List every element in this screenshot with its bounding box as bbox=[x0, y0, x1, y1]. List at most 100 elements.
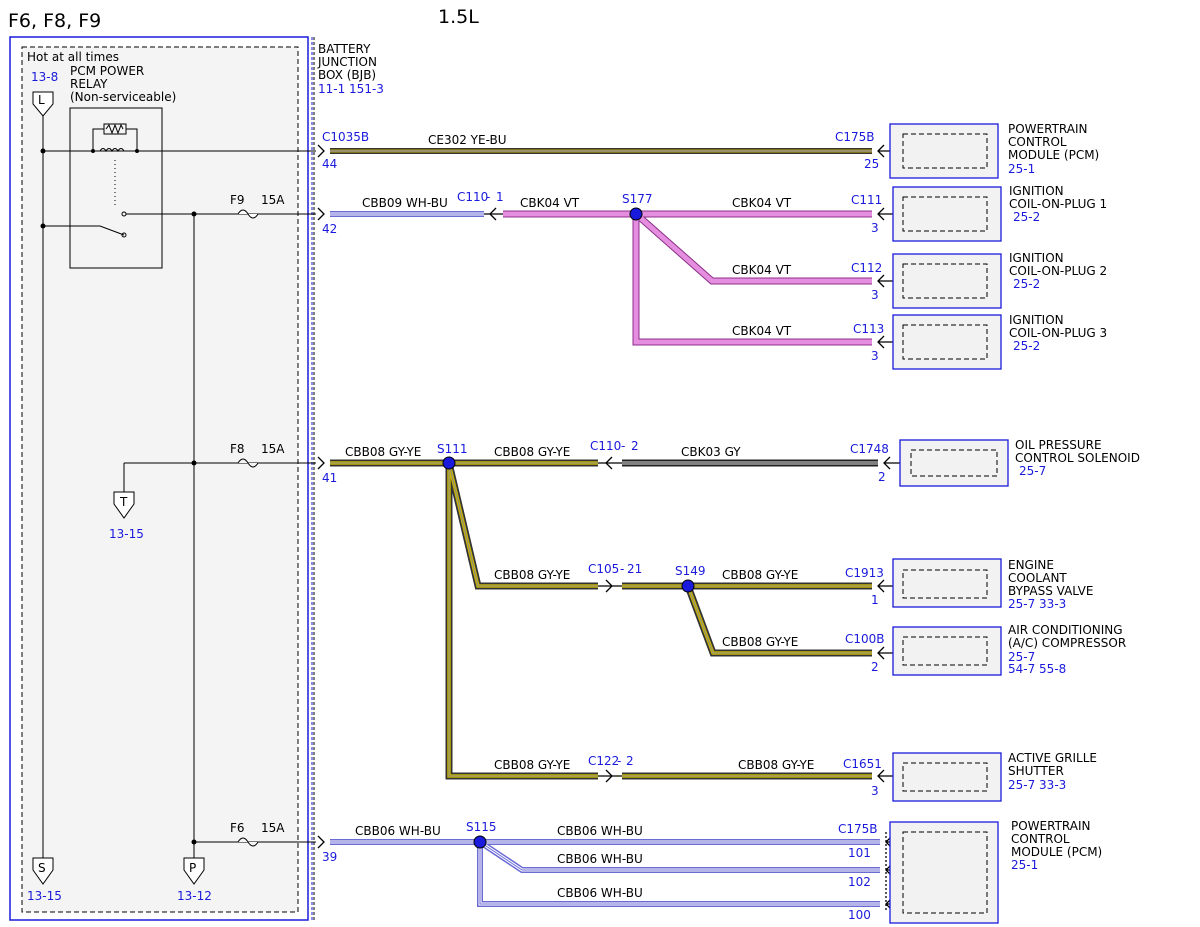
wire-ce302-label: CE302 YE-BU bbox=[428, 133, 507, 147]
ecbv-ref: 25-7 33-3 bbox=[1008, 597, 1066, 611]
opcs-label-1: OIL PRESSURE bbox=[1015, 438, 1102, 452]
flag-s-icon bbox=[32, 857, 54, 885]
wire-cbb06-label-1: CBB06 WH-BU bbox=[355, 824, 441, 838]
connector-c111-pin: 3 bbox=[871, 221, 879, 235]
connector-c105-pin: 21 bbox=[627, 562, 642, 576]
connector-c113-pin: 3 bbox=[871, 349, 879, 363]
flag-l-letter: L bbox=[38, 93, 45, 107]
flag-t-icon bbox=[113, 491, 135, 519]
flag-s-letter: S bbox=[38, 861, 46, 875]
wire-cbb06-label-4: CBB06 WH-BU bbox=[557, 886, 643, 900]
hot-at-all-times-label: Hot at all times bbox=[27, 50, 119, 64]
pin-44: 44 bbox=[322, 157, 337, 171]
svg-text:-: - bbox=[621, 439, 625, 453]
wire-cbb06-label-2: CBB06 WH-BU bbox=[557, 824, 643, 838]
wire-cbb06-label-3: CBB06 WH-BU bbox=[557, 852, 643, 866]
fuse-f6-icon bbox=[237, 837, 259, 847]
connector-c110-1: C110 bbox=[457, 190, 488, 204]
connector-c175b-b-pin-101: 101 bbox=[848, 846, 871, 860]
relay-switch-icon bbox=[43, 211, 316, 238]
cop2-label-2: COIL-ON-PLUG 2 bbox=[1009, 264, 1107, 278]
wire-cbb09-label: CBB09 WH-BU bbox=[362, 196, 448, 210]
cop3-label-2: COIL-ON-PLUG 3 bbox=[1009, 326, 1107, 340]
splice-s177 bbox=[629, 207, 643, 221]
pcm-a-label-1: POWERTRAIN bbox=[1008, 122, 1088, 136]
fuse-f9-rating: 15A bbox=[261, 193, 285, 207]
component-acc bbox=[892, 626, 1002, 676]
connector-c1913-pin: 1 bbox=[871, 593, 879, 607]
svg-text:-: - bbox=[486, 190, 490, 204]
component-ags bbox=[892, 752, 1002, 802]
flag-t-letter: T bbox=[119, 495, 128, 509]
fuse-f8-rating: 15A bbox=[261, 442, 285, 456]
pcm-b-label-1: POWERTRAIN bbox=[1011, 819, 1091, 833]
pcm-a-label-3: MODULE (PCM) bbox=[1008, 148, 1099, 162]
component-pcm-b bbox=[889, 821, 999, 924]
cop2-ref: 25-2 bbox=[1013, 277, 1040, 291]
fuse-f9-name: F9 bbox=[230, 193, 245, 207]
wire-cbb08-label-7: CBB08 GY-YE bbox=[738, 758, 814, 772]
ecbv-label-2: COOLANT bbox=[1008, 571, 1067, 585]
wire-cbk04-label-3: CBK04 VT bbox=[732, 263, 792, 277]
connector-c113: C113 bbox=[853, 322, 884, 336]
wire-cbb08-label-3: CBB08 GY-YE bbox=[494, 568, 570, 582]
wire-cbk03-label: CBK03 GY bbox=[681, 445, 741, 459]
wire-cbk04-label-1: CBK04 VT bbox=[520, 196, 580, 210]
opcs-ref: 25-7 bbox=[1019, 464, 1046, 478]
svg-text:-: - bbox=[620, 562, 624, 576]
splice-s149 bbox=[681, 579, 695, 593]
relay-label-3: (Non-serviceable) bbox=[70, 90, 176, 104]
opcs-label-2: CONTROL SOLENOID bbox=[1015, 451, 1140, 465]
bjb-refs: 11-1 151-3 bbox=[318, 82, 384, 96]
pcm-b-ref: 25-1 bbox=[1011, 858, 1038, 872]
pcm-power-relay bbox=[69, 107, 163, 269]
fuse-f6-rating: 15A bbox=[261, 821, 285, 835]
component-cop1 bbox=[892, 186, 1002, 242]
flag-p-letter: P bbox=[189, 861, 196, 875]
flag-l-icon bbox=[32, 91, 54, 117]
connector-c105: C105 bbox=[588, 562, 619, 576]
relay-ref: 13-8 bbox=[31, 70, 58, 84]
flag-p-ref: 13-12 bbox=[177, 889, 212, 903]
connector-c1748-pin: 2 bbox=[878, 470, 886, 484]
relay-label-1: PCM POWER bbox=[70, 64, 144, 78]
svg-text:-: - bbox=[617, 754, 621, 768]
wire-cbk04-label-4: CBK04 VT bbox=[732, 324, 792, 338]
connector-c175b-a: C175B bbox=[835, 130, 875, 144]
splice-s115-label: S115 bbox=[466, 820, 497, 834]
connector-c175b-a-pin: 25 bbox=[864, 157, 879, 171]
ags-ref: 25-7 33-3 bbox=[1008, 778, 1066, 792]
splice-s177-label: S177 bbox=[622, 192, 653, 206]
connector-c175b-b-pin-100: 100 bbox=[848, 908, 871, 922]
pcm-b-label-2: CONTROL bbox=[1011, 832, 1070, 846]
connector-c110-1-pin: 1 bbox=[496, 190, 504, 204]
cop2-label-1: IGNITION bbox=[1009, 251, 1064, 265]
ecbv-label-3: BYPASS VALVE bbox=[1008, 584, 1093, 598]
connector-c1035b: C1035B bbox=[322, 130, 369, 144]
fuse-f9-icon bbox=[237, 209, 259, 219]
pin-42: 42 bbox=[322, 222, 337, 236]
ecbv-label-1: ENGINE bbox=[1008, 558, 1054, 572]
connector-c110-2: C110 bbox=[590, 439, 621, 453]
relay-label-2: RELAY bbox=[70, 77, 108, 91]
connector-c122-pin: 2 bbox=[626, 754, 634, 768]
fuse-f6-name: F6 bbox=[230, 821, 245, 835]
cop3-ref: 25-2 bbox=[1013, 339, 1040, 353]
connector-c110-2-pin: 2 bbox=[631, 439, 639, 453]
wire-cbb08-label-6: CBB08 GY-YE bbox=[494, 758, 570, 772]
connector-c100b-pin: 2 bbox=[871, 660, 879, 674]
bjb-name-line-1: BATTERY bbox=[318, 42, 371, 56]
relay-coil-icon bbox=[92, 123, 138, 205]
wire-cbb08-label-1: CBB08 GY-YE bbox=[345, 445, 421, 459]
connector-c122: C122 bbox=[588, 754, 619, 768]
splice-s111-label: S111 bbox=[437, 442, 468, 456]
ags-label-1: ACTIVE GRILLE bbox=[1008, 751, 1097, 765]
splice-s149-label: S149 bbox=[675, 564, 706, 578]
wire-cbb08-label-4: CBB08 GY-YE bbox=[722, 568, 798, 582]
acc-label-1: AIR CONDITIONING bbox=[1008, 623, 1123, 637]
flag-p-icon bbox=[183, 857, 205, 885]
connector-c111: C111 bbox=[851, 193, 882, 207]
component-opcs bbox=[899, 439, 1009, 487]
splice-s115 bbox=[473, 835, 487, 849]
